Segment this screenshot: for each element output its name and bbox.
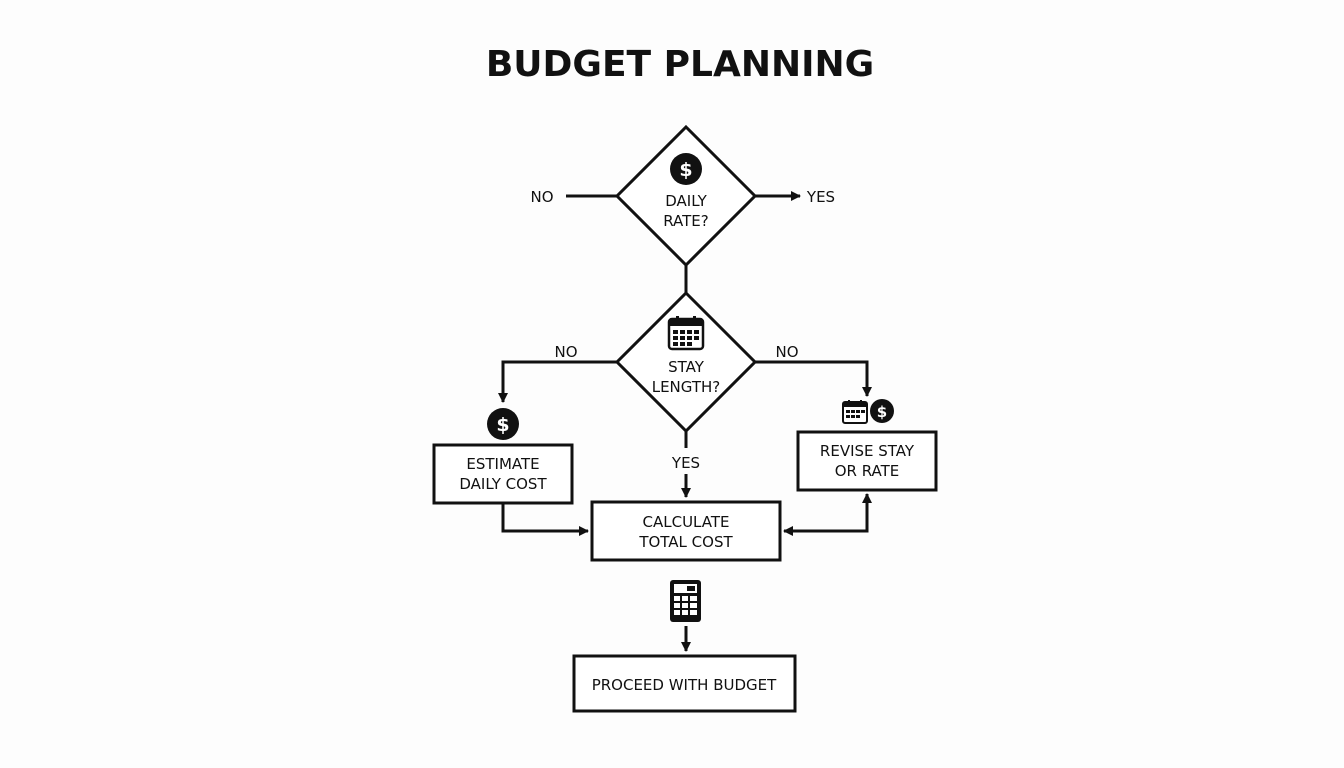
- revise-line2: OR RATE: [835, 462, 900, 480]
- svg-text:$: $: [877, 403, 887, 421]
- edge-stay-no-right: [755, 360, 872, 397]
- decision-daily-rate-line2: RATE?: [663, 212, 709, 230]
- process-estimate-daily-cost: $ ESTIMATE DAILY COST: [432, 408, 574, 505]
- connectors: [498, 191, 872, 652]
- edge-label-stay-no-right: NO: [775, 343, 798, 361]
- decision-stay-length-line1: STAY: [668, 358, 705, 376]
- edge-label-stay-no-left: NO: [554, 343, 577, 361]
- dollar-icon: $: [670, 153, 702, 185]
- dollar-icon: $: [487, 408, 519, 440]
- revise-line1: REVISE STAY: [820, 442, 915, 460]
- edge-estimate-to-calculate: [501, 504, 589, 536]
- svg-text:$: $: [496, 414, 509, 436]
- edge-label-daily-yes: YES: [806, 188, 835, 206]
- calculate-line1: CALCULATE: [643, 513, 730, 531]
- proceed-label: PROCEED WITH BUDGET: [592, 676, 777, 694]
- calculate-line2: TOTAL COST: [638, 533, 733, 551]
- svg-text:$: $: [679, 159, 692, 181]
- edge-label-stay-yes: YES: [671, 454, 700, 472]
- decision-daily-rate-line1: DAILY: [665, 192, 707, 210]
- edge-stay-no-left: [498, 360, 617, 403]
- calendar-icon: [667, 316, 705, 351]
- edge-label-daily-no: NO: [530, 188, 553, 206]
- decision-stay-length-line2: LENGTH?: [652, 378, 721, 396]
- process-revise-stay-or-rate: $ REVISE STAY OR RATE: [796, 399, 938, 492]
- calculator-icon: [670, 580, 701, 622]
- decision-daily-rate: $ DAILY RATE?: [614, 124, 758, 268]
- edge-calculate-to-revise: [786, 493, 872, 533]
- process-calculate-total-cost: CALCULATE TOTAL COST: [590, 500, 782, 622]
- process-proceed-with-budget: PROCEED WITH BUDGET: [572, 654, 797, 713]
- diagram-title: BUDGET PLANNING: [486, 44, 874, 85]
- calendar-dollar-icon: $: [842, 399, 894, 424]
- estimate-line1: ESTIMATE: [466, 455, 539, 473]
- estimate-line2: DAILY COST: [459, 475, 547, 493]
- decision-stay-length: STAY LENGTH?: [614, 290, 758, 434]
